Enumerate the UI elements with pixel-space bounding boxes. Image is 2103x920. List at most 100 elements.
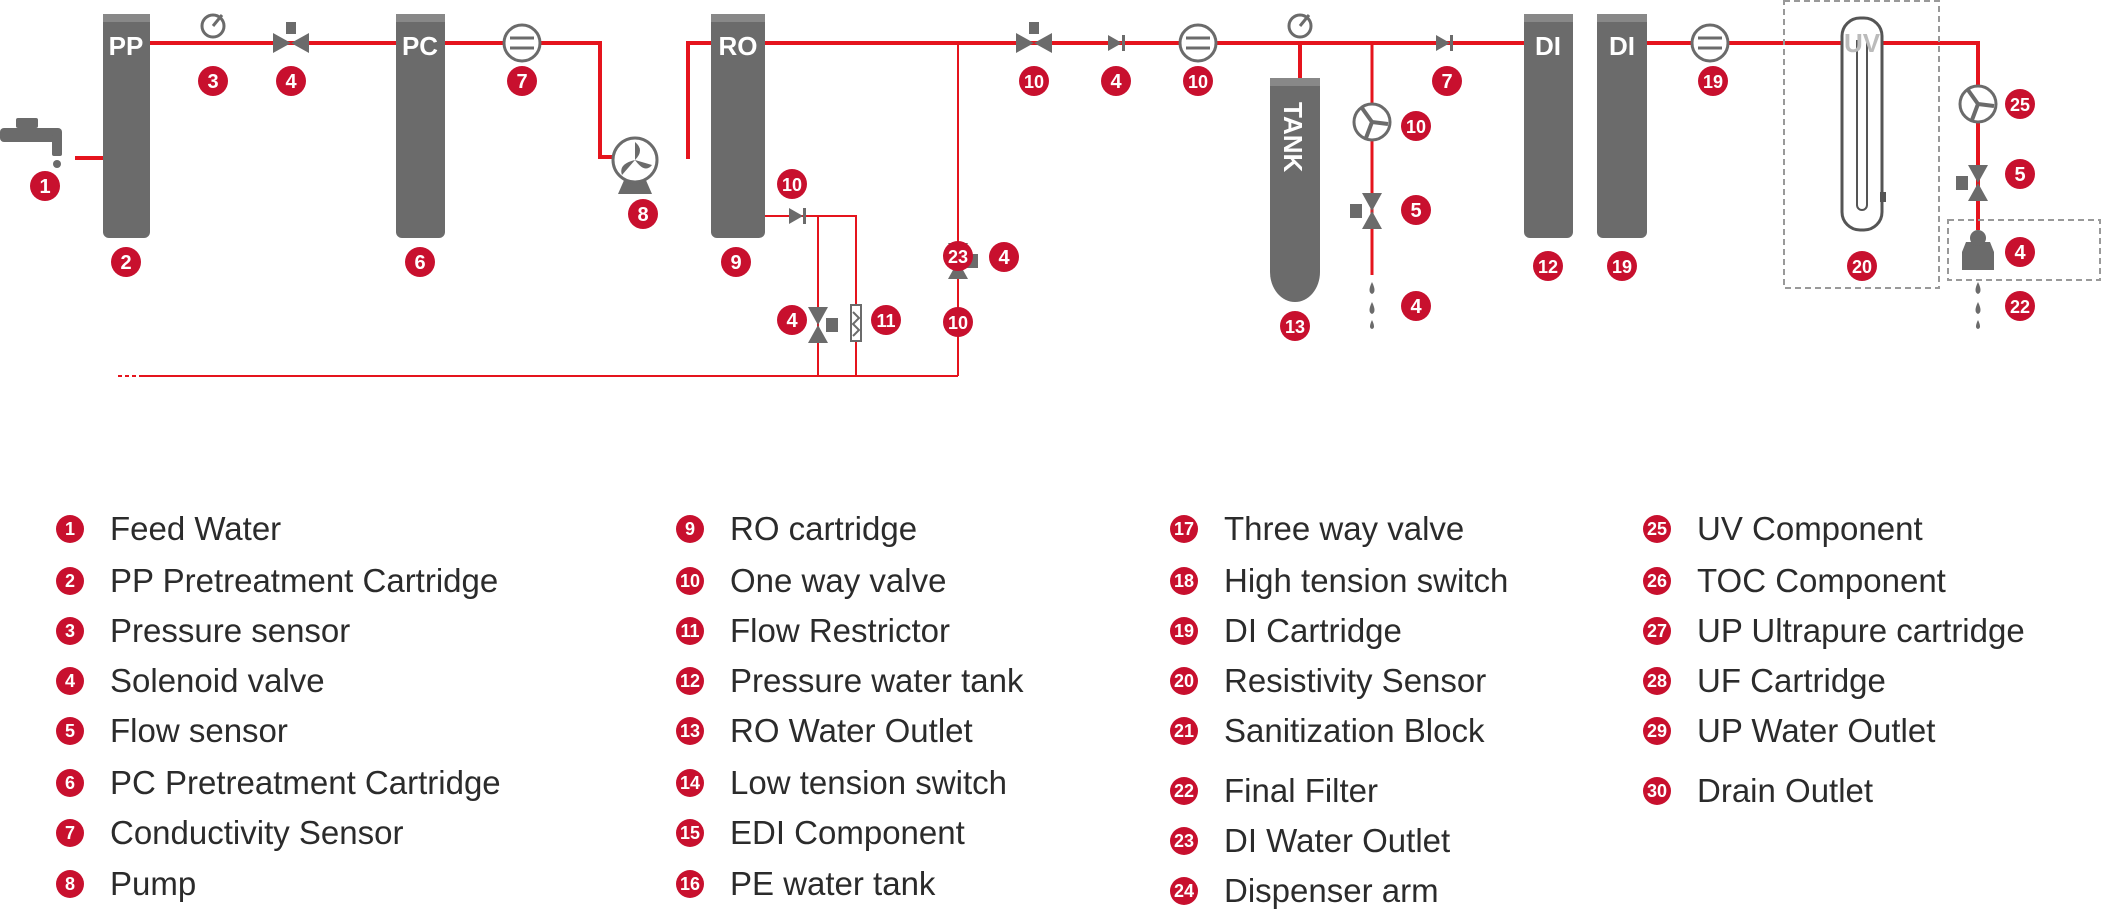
diagram-badge: 3 [198,66,228,96]
legend-number-badge: 6 [56,769,84,797]
legend-number-badge: 26 [1643,567,1671,595]
legend-number-badge: 27 [1643,617,1671,645]
legend-label: RO cartridge [730,510,918,547]
diagram-badge-number: 3 [207,71,218,93]
pump-icon [611,136,659,194]
legend-label: UF Cartridge [1697,662,1886,699]
legend-label: Three way valve [1224,510,1465,547]
main-pipe-segment-5 [1647,41,1980,230]
legend-number-badge: 5 [56,717,84,745]
diagram-badge-number: 10 [782,175,802,195]
diagram-badge-number: 4 [1410,296,1422,318]
diagram-badge-number: 4 [2014,242,2026,264]
legend-label: PC Pretreatment Cartridge [110,764,501,801]
legend-item: 26 TOC Component [1643,562,1946,600]
legend-number-badge: 17 [1170,515,1198,543]
ro-outlet-drops [1369,282,1375,329]
legend-label: UP Ultrapure cartridge [1697,612,2025,649]
legend-number-badge: 18 [1170,567,1198,595]
legend-number-badge: 3 [56,617,84,645]
diagram-badge: 4 [276,66,306,96]
solenoid-valve-icon-2 [1016,22,1052,53]
legend-item: 27 UP Ultrapure cartridge [1643,612,2025,650]
diagram-badge: 4 [777,305,807,335]
main-pipe-segment-2 [445,41,620,159]
legend-number-badge: 24 [1170,877,1198,905]
diagram-badge-number: 10 [1188,72,1208,92]
legend-label: Flow sensor [110,712,288,749]
pc-cartridge: PC [396,14,445,238]
diagram-badge-number: 2 [120,252,131,274]
legend-label: DI Cartridge [1224,612,1402,649]
diagram-badge-number: 7 [1441,71,1452,93]
diagram-badge: 5 [2005,159,2035,189]
legend-number-badge: 11 [676,617,704,645]
legend-label: TOC Component [1697,562,1946,599]
legend-label: UP Water Outlet [1697,712,1936,749]
legend-label: Sanitization Block [1224,712,1485,749]
legend-label: PP Pretreatment Cartridge [110,562,499,599]
legend-number-badge: 1 [56,515,84,543]
diagram-badge-number: 5 [2014,164,2025,186]
legend-number-badge: 14 [676,769,704,797]
legend-label: One way valve [730,562,947,599]
legend-number-badge: 7 [56,819,84,847]
diagram-badge: 10 [1019,66,1049,96]
legend-label: DI Water Outlet [1224,822,1451,859]
conductivity-sensor-icon-2 [1178,23,1218,63]
legend-number-badge: 22 [1170,777,1198,805]
diagram-badge-number: 12 [1538,257,1558,277]
legend-label: Pump [110,865,197,902]
diagram-badge-number: 10 [1024,72,1044,92]
legend-number-badge: 10 [676,567,704,595]
legend-item: 24 Dispenser arm [1170,872,1439,910]
diagram-badge: 2 [111,247,141,277]
diagram-badge: 8 [628,199,658,229]
diagram-badge-number: 8 [637,204,648,226]
legend-item: 29 UP Water Outlet [1643,712,1935,750]
diagram-badge: 4 [1101,66,1131,96]
legend-number-badge: 29 [1643,717,1671,745]
diagram-badge: 13 [1280,311,1310,341]
legend-number-badge: 13 [676,717,704,745]
diagram-badge: 11 [871,305,901,335]
legend-item: 17 Three way valve [1170,510,1464,548]
legend-label: Dispenser arm [1224,872,1439,909]
di-cartridge-1: DI [1524,14,1573,238]
diagram-badge: 4 [2005,237,2035,267]
pc-label: PC [402,31,438,61]
flow-restrictor-icon [850,304,862,342]
solenoid-valve-icon-6 [1956,165,1988,201]
legend-number-badge: 15 [676,819,704,847]
legend-number-badge: 16 [676,870,704,898]
diagram-badge-number: 19 [1703,72,1723,92]
legend-label: PE water tank [730,865,936,902]
legend-number-badge: 12 [676,667,704,695]
legend-label: Conductivity Sensor [110,814,404,851]
diagram-badge: 6 [405,247,435,277]
legend-label: Solenoid valve [110,662,325,699]
resistivity-sensor-icon [1690,23,1730,63]
uv-component: UV [1783,0,1940,289]
feed-tap-icon [0,118,62,168]
diagram-badge: 10 [943,307,973,337]
final-filter-icon [1962,230,1994,270]
legend-label: Pressure sensor [110,612,351,649]
pp-cartridge: PP [103,14,150,238]
diagram-badge-number: 1 [39,176,50,198]
flow-sensor-icon-2 [1958,84,1998,124]
diagram-badge: 7 [507,66,537,96]
legend-item: 7 Conductivity Sensor [56,814,403,852]
